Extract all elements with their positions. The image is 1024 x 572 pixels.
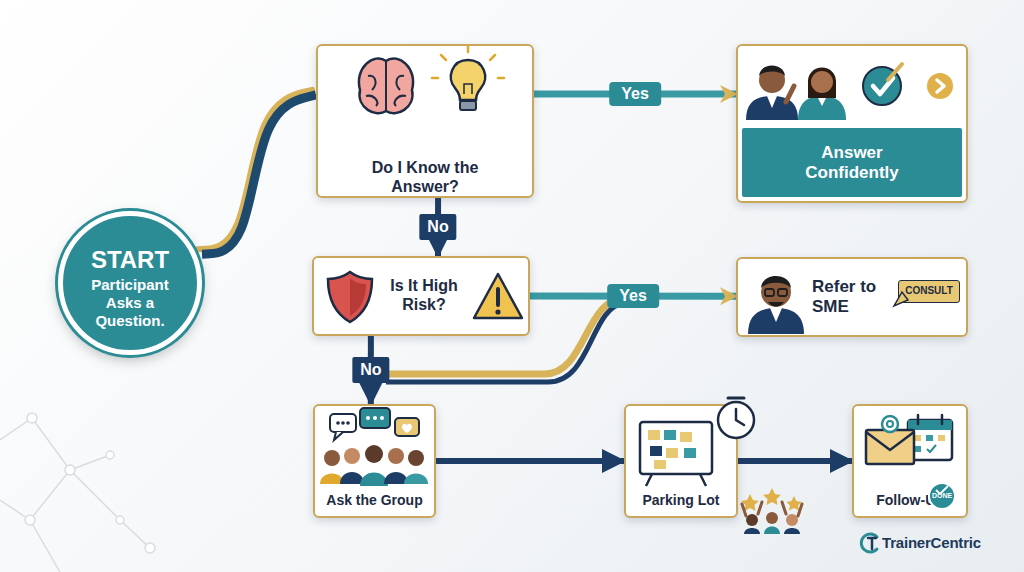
speech-bubble-text: CONSULT <box>898 280 960 303</box>
shield-icon <box>328 272 372 322</box>
presenter-icon <box>798 68 846 121</box>
chevron-icon <box>927 73 953 99</box>
flow-arrow <box>534 90 736 97</box>
outcome-bar: Answer Confidently <box>742 128 962 197</box>
edge-label: Yes <box>607 284 659 308</box>
flow-ribbon <box>202 95 316 254</box>
brain-icon <box>359 58 413 113</box>
logo-mark <box>861 534 877 552</box>
edge-label: Yes <box>609 82 661 106</box>
board-icon <box>640 422 712 486</box>
decision-text: Is It High Risk? <box>378 276 470 314</box>
flow-arrow <box>530 293 736 300</box>
step-box: Follow-Up <box>852 404 968 518</box>
outcome-box: Refer to SMECONSULT <box>736 257 968 337</box>
step-box: Ask the Group <box>313 404 436 518</box>
flow-arrow <box>368 336 374 404</box>
group-icon <box>320 445 428 486</box>
decision-box: Do I Know the Answer? <box>316 44 534 198</box>
start-heading: START <box>63 246 197 274</box>
presenter-icon <box>746 66 798 121</box>
network-decoration <box>0 413 155 572</box>
step-text: Ask the Group <box>315 492 434 509</box>
calendar-icon <box>908 415 952 460</box>
outcome-text: Refer to SME <box>812 277 896 317</box>
start-text: Participant Asks a Question. <box>80 276 180 330</box>
edge-label: No <box>352 357 389 383</box>
decision-box: Is It High Risk? <box>312 256 530 336</box>
lightbulb-icon <box>432 46 504 110</box>
flow-arrow <box>436 458 624 464</box>
cheering-icon <box>741 488 802 534</box>
brand-logo: TrainerCentric <box>882 534 981 551</box>
start-circle: STARTParticipant Asks a Question. <box>58 211 202 355</box>
done-badge <box>929 483 955 509</box>
outcome-box: Answer Confidently <box>736 44 968 203</box>
step-text: Parking Lot <box>626 492 736 509</box>
check-icon <box>863 64 902 105</box>
bubble-tail <box>894 292 908 306</box>
expert-icon <box>748 276 804 334</box>
chat-icon <box>330 408 419 440</box>
edge-label: No <box>419 214 456 240</box>
step-box: Parking Lot <box>624 404 738 518</box>
clock-icon <box>718 398 754 438</box>
envelope-icon <box>866 416 914 464</box>
flow-arrow <box>435 198 441 256</box>
decision-text: Do I Know the Answer? <box>350 158 500 196</box>
warning-icon <box>474 274 522 318</box>
step-text: Follow-Up <box>854 492 966 509</box>
flow-arrow <box>738 458 852 464</box>
